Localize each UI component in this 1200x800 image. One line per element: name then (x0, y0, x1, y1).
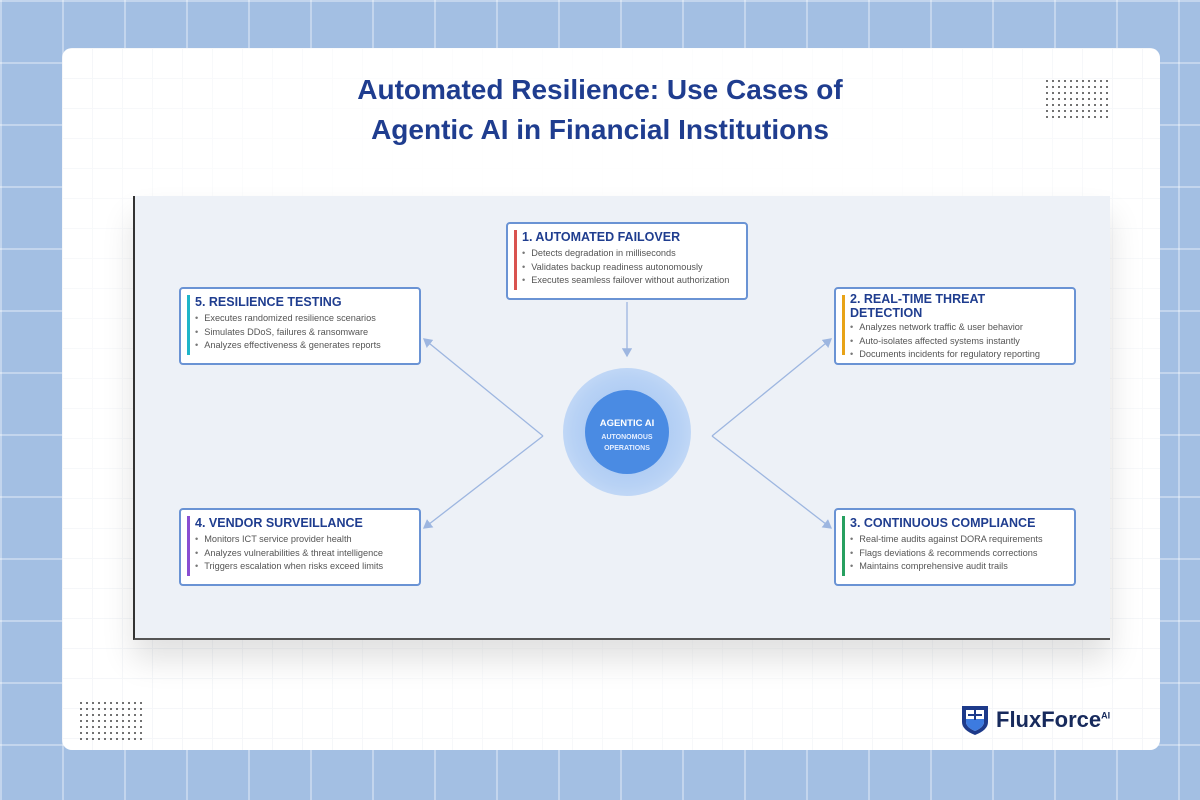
text: 4. VENDOR SURVEILLANCE (195, 516, 363, 530)
bullet-item: Triggers escalation when risks exceed li… (195, 560, 411, 574)
use-case-continuous-compliance: 3. CONTINUOUS COMPLIANCE Real-time audit… (834, 508, 1076, 586)
use-case-threat-detection: 2. REAL-TIME THREAT DETECTION Analyzes n… (834, 287, 1076, 365)
text: OPERATIONS (604, 445, 650, 452)
bullet-item: Detects degradation in milliseconds (522, 247, 738, 261)
text: 2. REAL-TIME THREAT DETECTION (850, 292, 986, 320)
bullet-item: Analyzes effectiveness & generates repor… (195, 339, 411, 353)
accent-bar (842, 295, 845, 355)
use-case-vendor-surveillance: 4. VENDOR SURVEILLANCE Monitors ICT serv… (179, 508, 421, 586)
bullet-item: Executes seamless failover without autho… (522, 274, 738, 288)
text: AGENTIC AI (599, 418, 655, 429)
connector (422, 338, 544, 437)
text: Agentic AI in Financial Institutions (371, 114, 829, 145)
accent-bar (187, 295, 190, 355)
bullet-item: Documents incidents for regulatory repor… (850, 348, 1066, 362)
page-title: Automated Resilience: Use Cases of Agenti… (0, 70, 1200, 150)
shield-icon (962, 706, 988, 735)
accent-bar (187, 516, 190, 576)
text: Automated Resilience: Use Cases of (357, 74, 843, 105)
accent-bar (514, 230, 517, 290)
bullet-item: Auto-isolates affected systems instantly (850, 335, 1066, 349)
connector (422, 435, 544, 529)
connector (711, 435, 833, 529)
bullet-item: Simulates DDoS, failures & ransomware (195, 326, 411, 340)
dot-pattern (78, 700, 142, 740)
bullet-item: Flags deviations & recommends correction… (850, 547, 1066, 561)
dot-pattern (1044, 78, 1108, 118)
center-node: AGENTIC AI AUTONOMOUS OPERATIONS (585, 390, 669, 474)
bullet-item: Analyzes vulnerabilities & threat intell… (195, 547, 411, 561)
fluxforce-logo: FluxForceAI (960, 704, 1110, 736)
use-case-automated-failover: 1. AUTOMATED FAILOVER Detects degradatio… (506, 222, 748, 300)
text: AUTONOMOUS (601, 434, 653, 441)
text: FluxForce (996, 707, 1102, 732)
accent-bar (842, 516, 845, 576)
text: AI (1101, 710, 1111, 721)
text: 3. CONTINUOUS COMPLIANCE (850, 516, 1036, 530)
bullet-item: Monitors ICT service provider health (195, 533, 411, 547)
bullet-item: Validates backup readiness autonomously (522, 261, 738, 275)
text: 1. AUTOMATED FAILOVER (522, 230, 681, 244)
text: 5. RESILIENCE TESTING (195, 295, 342, 309)
bullet-item: Real-time audits against DORA requiremen… (850, 533, 1066, 547)
bullet-item: Analyzes network traffic & user behavior (850, 321, 1066, 335)
bullet-item: Maintains comprehensive audit trails (850, 560, 1066, 574)
bullet-item: Executes randomized resilience scenarios (195, 312, 411, 326)
use-case-resilience-testing: 5. RESILIENCE TESTING Executes randomize… (179, 287, 421, 365)
connector (711, 338, 833, 437)
